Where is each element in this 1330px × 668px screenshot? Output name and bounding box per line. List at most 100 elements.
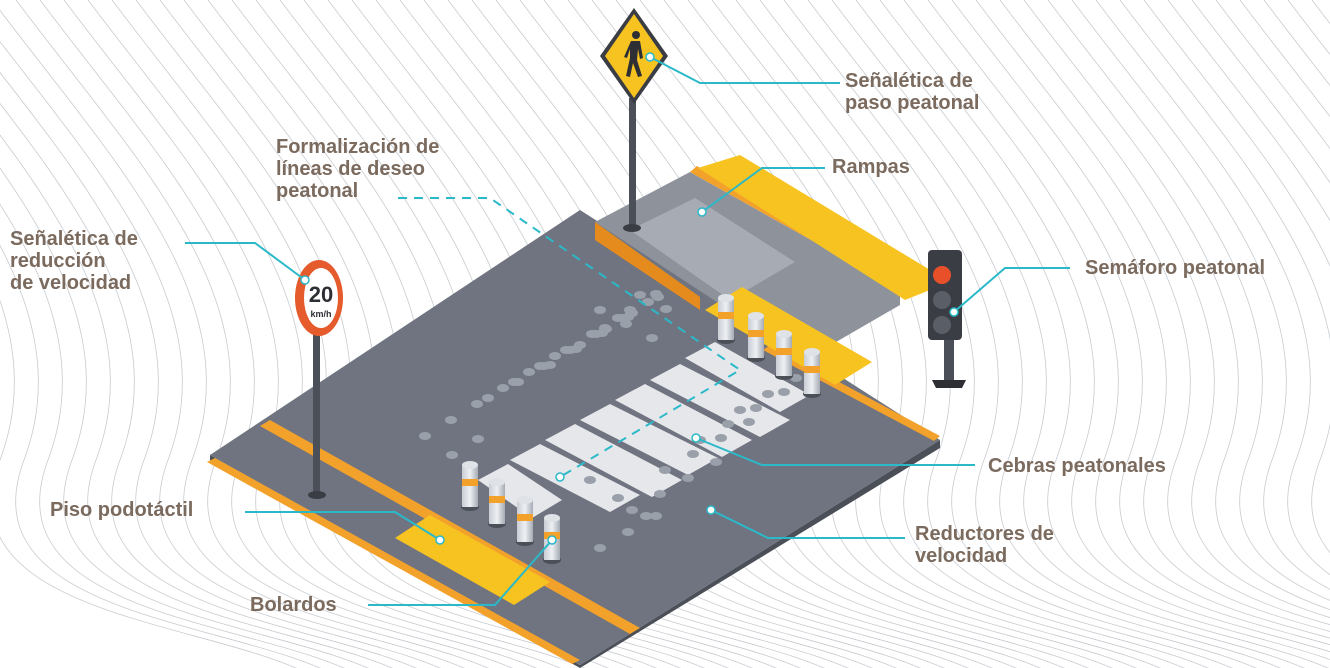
zebra-stripe <box>650 364 790 437</box>
dot-rampas <box>697 207 707 217</box>
speed-bump <box>624 306 636 314</box>
speed-bump <box>646 334 658 342</box>
background-wave-line <box>1023 0 1330 611</box>
traffic-light-pole <box>944 330 954 380</box>
dot-reductores <box>706 505 716 515</box>
dot-senaletica-paso <box>645 52 655 62</box>
speed-sign-face <box>304 268 338 328</box>
speed-sign-value: 20 <box>309 282 333 307</box>
speed-bump <box>650 290 662 298</box>
leader-semaforo <box>953 267 1070 313</box>
speed-bump <box>574 341 586 349</box>
leader-cebras <box>695 437 975 466</box>
speed-bump <box>620 320 632 328</box>
speed-bump <box>634 291 646 299</box>
zebra-stripe <box>478 464 562 518</box>
background-wave-line <box>0 203 345 668</box>
speed-bump <box>778 388 790 396</box>
leader-bolardos <box>368 539 553 606</box>
label-senaletica-reduccion: Señalética de reducción de velocidad <box>10 228 138 294</box>
zebra-stripe <box>510 444 640 512</box>
dot-senaletica-reduccion <box>300 275 310 285</box>
bollard-top <box>718 294 734 302</box>
bollard-top <box>517 496 533 504</box>
background-wave-line <box>831 0 1329 668</box>
zebra-stripe <box>545 424 682 497</box>
background-wave-line <box>1095 0 1330 576</box>
speed-bump <box>743 418 755 426</box>
bollard-band <box>804 366 820 373</box>
pedestrian-traffic-light <box>928 250 966 388</box>
speed-bump <box>626 506 638 514</box>
leader-senaletica-paso <box>649 56 840 84</box>
traffic-light-red <box>933 266 951 284</box>
speed-bump <box>762 390 774 398</box>
bollard-band <box>489 496 505 503</box>
background-wave-line <box>0 102 417 668</box>
dot-formalizacion <box>555 472 565 482</box>
bollard-band <box>748 330 764 337</box>
tactile-pad-bottom <box>395 515 550 605</box>
label-bolardos: Bolardos <box>250 594 337 616</box>
ramp-surface <box>630 198 795 300</box>
speed-bump <box>654 490 666 498</box>
background-wave-line <box>1167 0 1330 222</box>
label-semaforo: Semáforo peatonal <box>1085 257 1266 279</box>
ramp-tactile-surface <box>698 155 950 300</box>
background-wave-line <box>951 0 1330 632</box>
background-wave-line <box>0 167 369 668</box>
pedestrian-sign-base <box>623 224 641 232</box>
background-wave-line <box>999 0 1330 618</box>
bollard-band <box>517 514 533 521</box>
speed-bump <box>650 512 662 520</box>
background-wave-line <box>1047 0 1330 601</box>
label-formalizacion: Formalización de líneas de deseo peatona… <box>276 136 440 202</box>
speed-bump <box>419 432 431 440</box>
background-wave-line <box>0 244 321 668</box>
bollard-top <box>804 348 820 356</box>
leader-reductores <box>710 509 905 539</box>
speed-bump <box>594 544 606 552</box>
curb-front <box>595 222 700 310</box>
background-wave-line <box>1143 0 1330 267</box>
speed-bump <box>710 458 722 466</box>
speed-bump <box>549 352 561 360</box>
speed-bump <box>446 451 458 459</box>
leader-piso <box>245 511 441 541</box>
leader-formalizacion <box>398 197 742 478</box>
speed-bump <box>497 384 509 392</box>
background-wave-line <box>1287 0 1330 56</box>
speed-bump <box>750 404 762 412</box>
bollard-top <box>748 312 764 320</box>
dot-cebras <box>691 433 701 443</box>
speed-sign-base <box>308 491 326 499</box>
label-senaletica-paso: Señalética de paso peatonal <box>845 70 980 114</box>
background-wave-line <box>735 0 1233 668</box>
bollard-top <box>544 514 560 522</box>
bollard-top <box>776 330 792 338</box>
speed-bump <box>445 416 457 424</box>
ramp-tactile-strip <box>698 155 950 300</box>
background-wave-line <box>759 0 1257 668</box>
speed-bump <box>659 466 671 474</box>
bollard-band <box>718 312 734 319</box>
background-wave-line <box>1119 0 1330 554</box>
background-wave-line <box>975 0 1330 626</box>
speed-bump <box>734 406 746 414</box>
background-wave-line <box>927 0 1330 639</box>
leader-rampas <box>701 167 825 213</box>
speed-bump <box>715 434 727 442</box>
label-piso: Piso podotáctil <box>50 499 194 521</box>
leader-senaletica-reduccion <box>185 242 306 281</box>
background-wave-line <box>807 0 1305 668</box>
background-wave-line <box>0 134 393 668</box>
speed-bump <box>523 368 535 376</box>
background-wave-line <box>1239 0 1330 118</box>
background-wave-line <box>879 0 1330 653</box>
zebra-stripe <box>580 404 718 475</box>
traffic-light-base <box>932 380 966 388</box>
background-wave-line <box>0 9 489 668</box>
speed-bump <box>594 306 606 314</box>
background-wave-line <box>783 0 1281 668</box>
